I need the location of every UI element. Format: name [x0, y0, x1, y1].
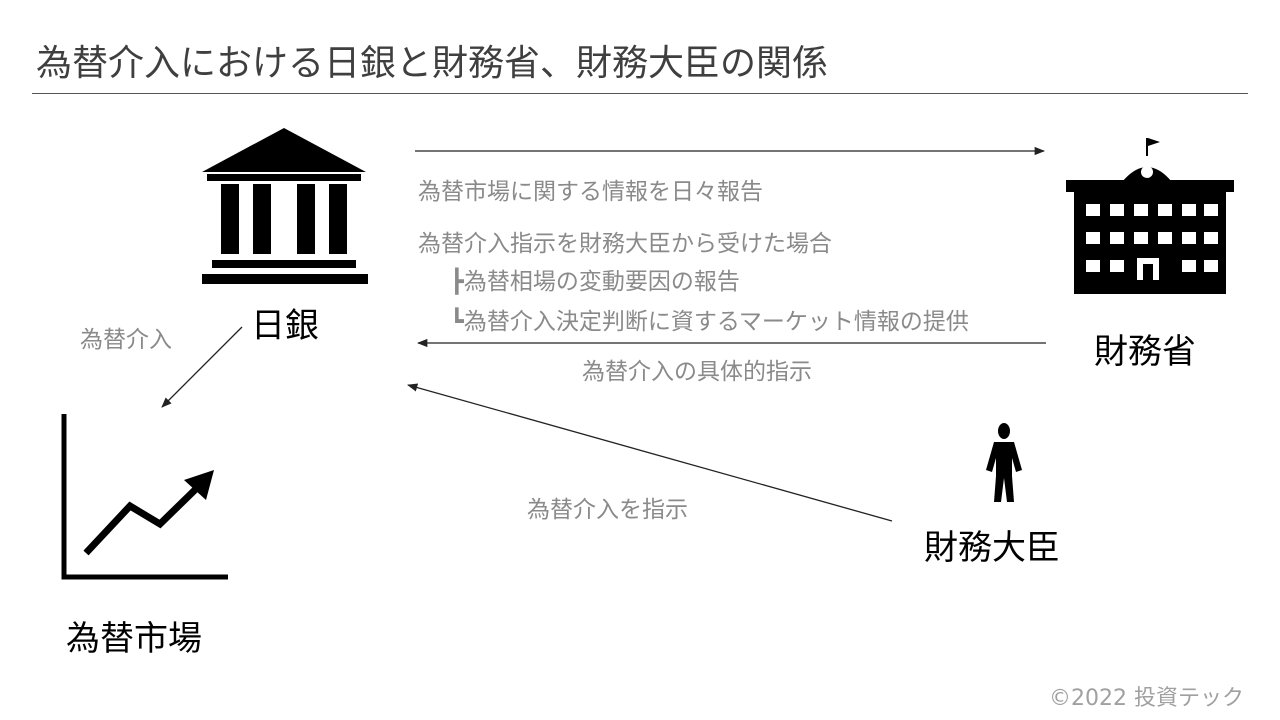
boj-label: 日銀 — [251, 306, 319, 346]
when-instructed-label: 為替介入指示を財務大臣から受けた場合 — [418, 231, 832, 257]
bank-icon — [202, 128, 368, 284]
instruct-label: 為替介入を指示 — [527, 497, 688, 523]
arrow-boj-to-market — [161, 326, 243, 408]
title-divider — [32, 93, 1248, 94]
report-daily-label: 為替市場に関する情報を日々報告 — [418, 179, 763, 205]
government-building-icon — [1066, 138, 1234, 294]
minister-label: 財務大臣 — [924, 528, 1060, 568]
page-title: 為替介入における日銀と財務省、財務大臣の関係 — [36, 43, 829, 84]
sub-item-market-info: ┗為替介入決定判断に資するマーケット情報の提供 — [450, 309, 969, 335]
market-label: 為替市場 — [66, 619, 202, 659]
person-silhouette-icon — [986, 423, 1022, 502]
copyright-notice: ©2022 投資テック — [1049, 686, 1244, 711]
rising-chart-icon — [61, 414, 228, 580]
sub-item-factors: ┣為替相場の変動要因の報告 — [450, 269, 740, 295]
arrow-minister-to-boj — [406, 383, 893, 522]
intervention-label: 為替介入 — [80, 327, 172, 353]
mof-label: 財務省 — [1094, 332, 1196, 372]
specific-instruction-label: 為替介入の具体的指示 — [582, 359, 812, 385]
